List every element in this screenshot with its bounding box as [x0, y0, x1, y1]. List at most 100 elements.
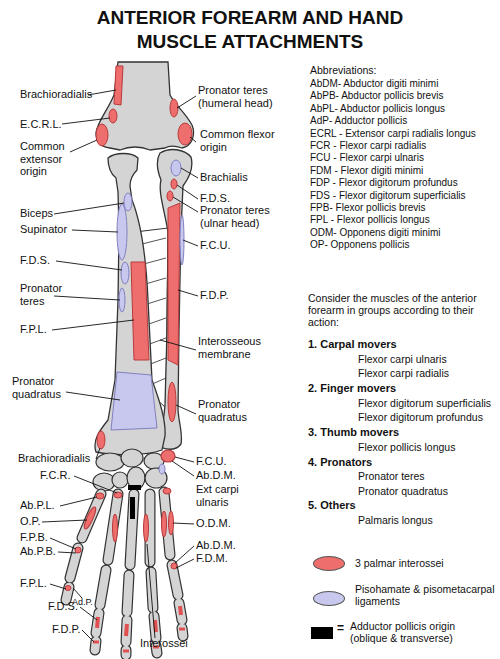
abbreviation-line: FCU - Flexor carpi ulnaris	[310, 152, 424, 164]
abbreviation-line: FCR - Flexor carpi radialis	[310, 140, 426, 152]
carpal-bone	[127, 467, 145, 489]
attachment-red	[114, 66, 123, 105]
muscle-label: O.D.M.	[196, 517, 231, 530]
group-item: Flexor carpi radialis	[358, 367, 449, 379]
muscle-label: F.D.S.	[20, 254, 50, 267]
attachment-lavender	[111, 372, 157, 430]
attachment-lavender	[124, 193, 132, 211]
attachment-lavender	[159, 464, 165, 474]
muscle-label: F.P.L.	[20, 577, 47, 590]
muscle-label: O.P.	[20, 515, 41, 528]
abbreviation-line: FDM - Flexor digiti minimi	[310, 165, 423, 177]
group-item: Flexor digitorum superficialis	[358, 397, 491, 409]
attachment-red	[131, 262, 149, 360]
abbreviation-line: OP- Opponens pollicis	[310, 239, 410, 251]
muscle-label: F.C.U.	[200, 239, 231, 252]
attachment-red	[65, 586, 71, 591]
equals-sign: =	[337, 622, 344, 636]
muscle-label: Common extensor origin	[20, 140, 72, 178]
muscle-label: Common flexor origin	[200, 128, 282, 153]
legend-text: Adductor pollicis origin (oblique & tran…	[350, 620, 495, 644]
muscle-label: F.C.U.	[196, 455, 227, 468]
attachment-red	[97, 606, 181, 636]
attachment-red	[96, 124, 108, 146]
muscle-label: Ab.D.M.	[196, 469, 236, 482]
legend-swatch	[313, 556, 345, 571]
legend-text: 3 palmar interossei	[355, 557, 495, 569]
muscle-label: E.C.R.L.	[20, 118, 62, 131]
muscle-label: Ab.P.L.	[20, 499, 55, 512]
group-item: Flexor pollicis longus	[358, 441, 455, 453]
abbreviation-line: FDS - Flexor digitorum superficialis	[310, 190, 466, 202]
abbreviation-line: AbPL- Abductor pollicis longus	[310, 103, 445, 115]
attachment-red	[163, 488, 171, 494]
muscle-label: F.P.L.	[20, 323, 47, 336]
group-heading: 1. Carpal movers	[308, 338, 397, 351]
carpal-bone	[112, 472, 128, 488]
attachment-red	[96, 493, 104, 499]
muscle-label: F.P.B.	[20, 531, 48, 544]
group-item: Palmaris longus	[358, 514, 433, 526]
attachment-red	[82, 506, 97, 530]
attachment-red	[97, 431, 105, 449]
humerus-bone	[96, 62, 194, 150]
muscle-label: Pronator teres	[20, 282, 70, 307]
group-heading: 3. Thumb movers	[308, 426, 399, 439]
muscle-label: F.C.R.	[40, 469, 71, 482]
attachment-red	[168, 203, 180, 365]
muscle-label: Brachioradialis	[20, 88, 92, 101]
group-item: Pronator teres	[358, 470, 425, 482]
attachment-red	[75, 547, 81, 553]
muscle-label: F.D.S.	[200, 192, 230, 205]
radius-bone	[95, 154, 165, 455]
muscle-label: Ab.P.B.	[20, 545, 56, 558]
interosseous-mark	[162, 511, 167, 537]
hand-bone-fill	[66, 492, 183, 655]
group-heading: 4. Pronators	[308, 456, 372, 469]
legend-text: Pisohamate & pisometacarpal ligaments	[355, 583, 500, 607]
attachment-lavender	[121, 262, 129, 284]
muscle-label: Interossei	[140, 637, 188, 650]
legend-swatch	[311, 627, 333, 639]
group-item: Flexor carpi ulnaris	[358, 353, 447, 365]
abbreviation-line: AbDM- Abductor digiti minimi	[310, 78, 438, 90]
abbreviation-line: ECRL - Extensor carpi radialis longus	[310, 128, 476, 140]
note-text: Consider the muscles of the anterior for…	[308, 292, 500, 328]
abbreviation-line: Abbreviations:	[310, 64, 377, 76]
muscle-label: Biceps	[20, 207, 53, 220]
abbreviation-line: ODM- Opponens digiti minimi	[310, 227, 441, 239]
attachment-red	[171, 179, 177, 189]
diagram-title: ANTERIOR FOREARM AND HAND MUSCLE ATTACHM…	[80, 6, 420, 54]
muscle-label: F.D.M.	[196, 552, 228, 565]
hand-bone-outline	[66, 492, 183, 655]
attachment-red	[168, 382, 176, 422]
muscle-label: Ext carpi ulnaris	[196, 483, 256, 508]
interosseous-mark	[113, 514, 118, 542]
abbreviation-line: FPB- Flexor pollicis brevis	[310, 202, 426, 214]
abbreviation-line: AbPB- Abductor pollicis brevis	[310, 90, 443, 102]
abbreviation-line: FDP - Flexor digitorum profundus	[310, 177, 458, 189]
muscle-label: Interosseous membrane	[198, 335, 278, 360]
abbreviation-line: FPL - Flexor pollicis longus	[310, 214, 430, 226]
attachment-red	[167, 191, 173, 201]
adductor-origin	[128, 485, 141, 490]
group-item: Flexor digitorum profundus	[358, 411, 483, 423]
attachment-lavender	[117, 204, 127, 260]
group-heading: 2. Finger movers	[308, 382, 396, 395]
group-heading: 5. Others	[308, 499, 356, 512]
carpal-bone	[121, 449, 143, 467]
muscle-label: Pronator quadratus	[198, 398, 258, 423]
muscle-label: Brachioradialis	[18, 452, 90, 465]
attachment-red	[109, 109, 117, 123]
muscle-label: Pronator quadratus	[12, 375, 72, 400]
muscle-label: Ab.D.M.	[196, 539, 236, 552]
ulna-bone	[157, 150, 191, 450]
adductor-origin	[130, 497, 135, 519]
attachment-red	[178, 123, 192, 145]
muscle-label: Pronator teres (ulnar head)	[200, 204, 280, 229]
attachment-red	[170, 99, 178, 117]
group-item: Pronator quadratus	[358, 485, 448, 497]
attachment-red	[169, 511, 174, 535]
interosseous-mark	[144, 514, 149, 542]
